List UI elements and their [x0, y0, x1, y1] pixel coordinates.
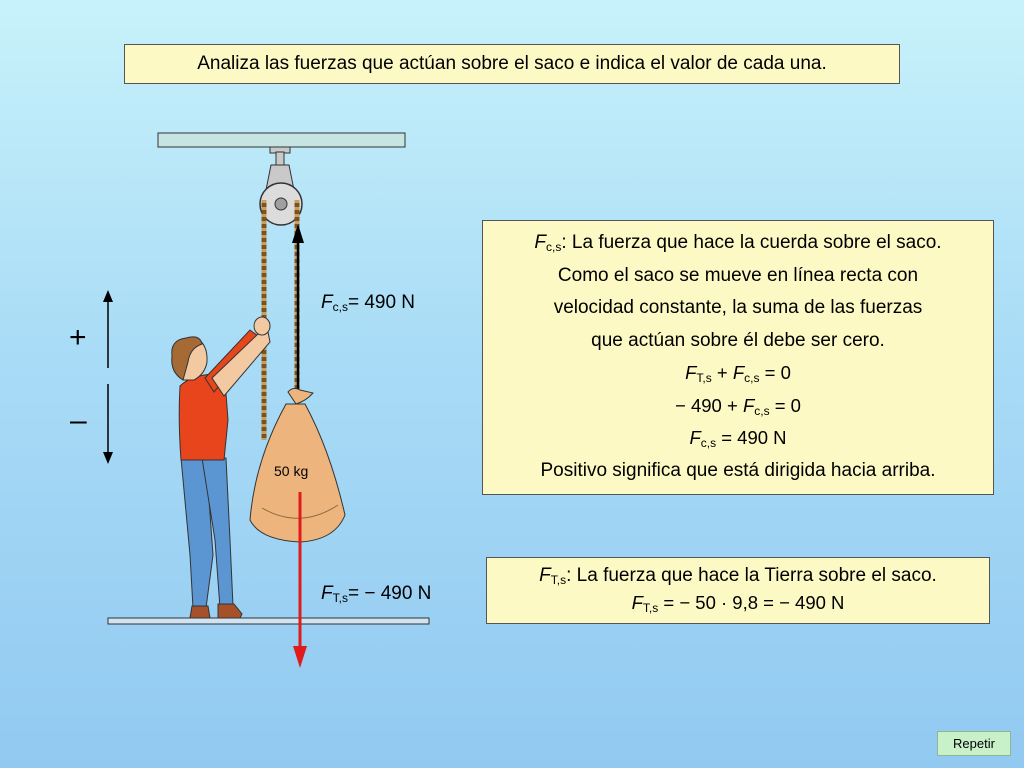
explanation-line-3: velocidad constante, la suma de las fuer… — [553, 297, 923, 318]
ceiling-beam — [157, 132, 406, 148]
floor — [107, 617, 430, 625]
sack — [249, 387, 346, 543]
earth-line-2: FT,s = − 50 · 9,8 = − 490 N — [631, 592, 845, 615]
equation-2: − 490 + Fc,s = 0 — [675, 394, 801, 418]
earth-line-1: FT,s: La fuerza que hace la Tierra sobre… — [539, 565, 937, 587]
equation-1: FT,s + Fc,s = 0 — [685, 362, 791, 385]
weight-force-label: FT,s= − 490 N — [321, 583, 432, 605]
earth-force-box: FT,s: La fuerza que hace la Tierra sobre… — [486, 557, 990, 624]
mass-label: 50 kg — [274, 463, 309, 479]
rope-force-arrow — [292, 224, 304, 392]
explanation-line-2: Como el saco se mueve en línea recta con — [557, 264, 919, 286]
instruction-box: Analiza las fuerzas que actúan sobre el … — [124, 44, 900, 84]
explanation-line-5: Positivo significa que está dirigida hac… — [540, 459, 936, 481]
explanation-line-4: que actúan sobre él debe ser cero. — [591, 329, 885, 351]
sign-axis — [103, 290, 113, 464]
instruction-text: Analiza las fuerzas que actúan sobre el … — [197, 53, 827, 74]
rope-force-label: Fc,s= 490 N — [321, 292, 416, 314]
weight-arrow — [293, 492, 307, 668]
repeat-button[interactable]: Repetir — [937, 731, 1011, 756]
explanation-box: Fc,s: La fuerza que hace la cuerda sobre… — [482, 220, 994, 495]
person — [171, 316, 271, 619]
positive-direction-sign: + — [69, 321, 87, 354]
negative-direction-sign: – — [70, 404, 87, 437]
equation-3: Fc,s = 490 N — [689, 427, 787, 450]
pulley — [259, 146, 303, 226]
explanation-line-1: Fc,s: La fuerza que hace la cuerda sobre… — [534, 232, 942, 254]
